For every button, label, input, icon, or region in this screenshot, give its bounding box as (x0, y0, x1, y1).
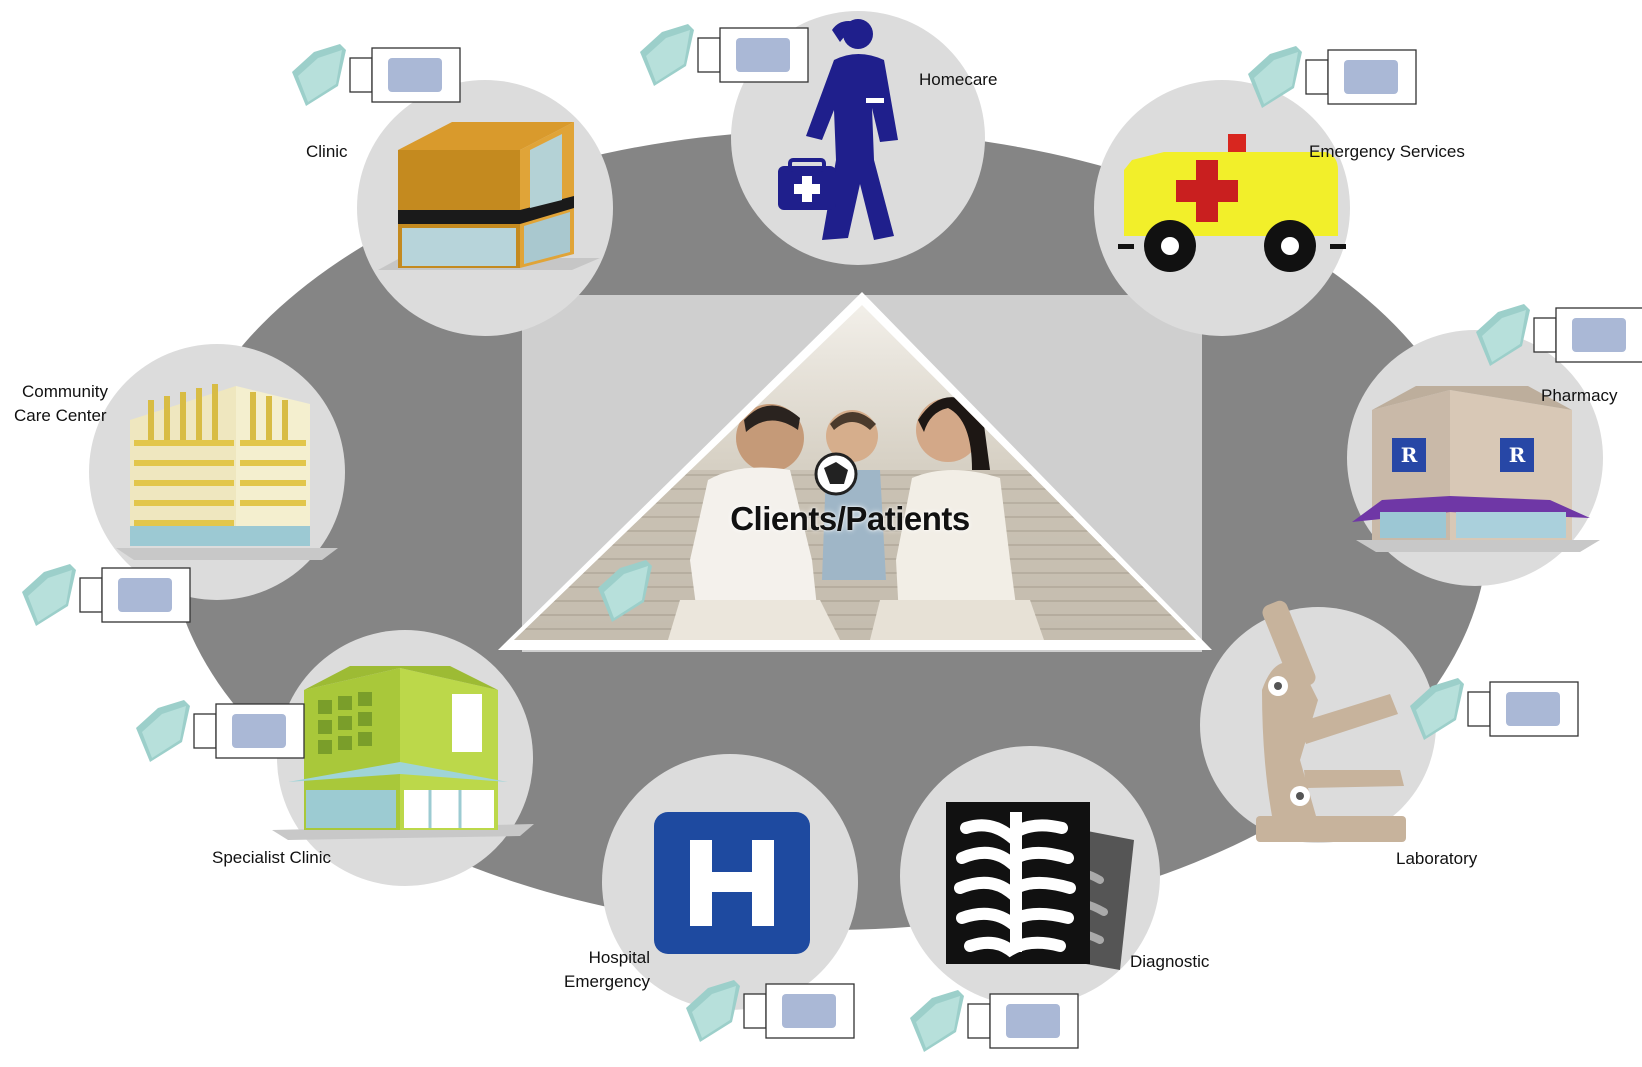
record-card-icon (1475, 303, 1642, 367)
record-card-icon (685, 979, 855, 1043)
node-diagnostic (900, 746, 1160, 1006)
label-specialist-clinic: Specialist Clinic (212, 848, 332, 867)
folder-icon (598, 560, 652, 622)
node-community-care-center (89, 344, 345, 600)
label-laboratory: Laboratory (1396, 849, 1478, 868)
hospital-h-icon (654, 812, 810, 954)
nurse-icon (778, 19, 898, 240)
clinic-building-icon (378, 122, 600, 270)
svg-text:R: R (1509, 443, 1526, 467)
label-emergency-services: Emergency Services (1309, 142, 1465, 161)
svg-text:R: R (1401, 443, 1418, 467)
specialist-building-icon (272, 666, 534, 840)
center-label: Clients/Patients (730, 500, 970, 537)
label-community-care-center: Community Care Center (14, 382, 108, 425)
ambulance-icon (1118, 134, 1346, 272)
pharmacy-building-icon: R R (1352, 386, 1600, 552)
label-pharmacy: Pharmacy (1541, 386, 1618, 405)
record-card-icon (135, 699, 305, 763)
clients-photo (498, 292, 1212, 650)
record-card-icon (639, 23, 809, 87)
label-hospital-emergency: Hospital Emergency (564, 948, 650, 991)
record-card-icon (1247, 45, 1417, 109)
record-card-icon (1409, 677, 1579, 741)
node-pharmacy: R R (1347, 330, 1603, 586)
node-laboratory (1200, 600, 1436, 843)
record-card-icon (909, 989, 1079, 1053)
label-homecare: Homecare (919, 70, 998, 89)
label-diagnostic: Diagnostic (1130, 952, 1210, 971)
microscope-icon (1256, 600, 1406, 842)
xray-icon (946, 802, 1134, 970)
node-hospital-emergency (602, 754, 858, 1010)
node-clinic (357, 80, 613, 336)
node-specialist-clinic (272, 630, 534, 886)
label-clinic: Clinic (306, 142, 348, 161)
record-card-icon (291, 43, 461, 107)
community-building-icon (116, 384, 338, 560)
record-card-icon (21, 563, 191, 627)
node-emergency-services (1094, 80, 1350, 336)
